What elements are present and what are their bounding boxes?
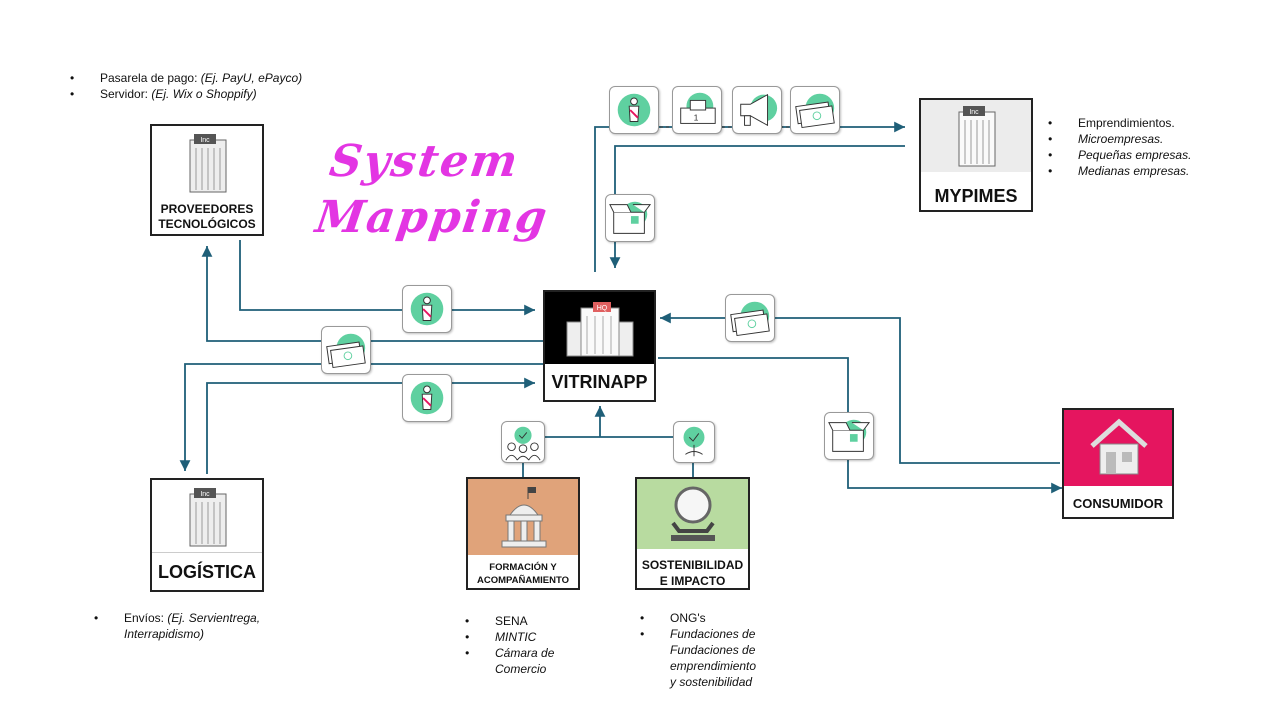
inc-badge-text: Inc xyxy=(200,137,210,144)
person-icon xyxy=(617,93,651,127)
note-item: Emprendimientos. xyxy=(1048,115,1268,131)
node-label-line1: PROVEEDORES xyxy=(160,202,254,216)
ticket-label: 1 xyxy=(694,113,699,123)
badge-team xyxy=(501,421,545,463)
capitol-icon xyxy=(501,487,547,548)
note-item: SENA xyxy=(465,613,615,629)
badge-ticket: 1 xyxy=(672,86,722,134)
node-vitrinapp[interactable]: HQ VITRINAPP xyxy=(543,290,656,402)
mypimes-notes: Emprendimientos. Microempresas. Pequeñas… xyxy=(1048,115,1268,179)
node-mypimes[interactable]: Inc MYPIMES xyxy=(919,98,1033,212)
node-formacion[interactable]: FORMACIÓN Y ACOMPAÑAMIENTO xyxy=(466,477,580,590)
arrow-logistica-to-vitrinapp xyxy=(206,377,535,474)
plant-icon xyxy=(683,426,705,457)
note-item: Pequeñas empresas. xyxy=(1048,147,1268,163)
badge-person-mypimes xyxy=(609,86,659,134)
box-icon xyxy=(828,419,871,452)
money-icon xyxy=(730,301,770,337)
note-item: Medianas empresas. xyxy=(1048,163,1268,179)
note-item: Envíos: (Ej. Servientrega,Interrapidismo… xyxy=(94,610,314,642)
logistica-notes: Envíos: (Ej. Servientrega,Interrapidismo… xyxy=(94,610,314,642)
node-label-line2: ACOMPAÑAMIENTO xyxy=(476,575,569,586)
arrow-consumidor-to-vitrinapp xyxy=(660,312,1060,464)
note-item: MINTIC xyxy=(465,629,615,645)
node-label-line2: TECNOLÓGICOS xyxy=(158,217,256,231)
note-item: Microempresas. xyxy=(1048,131,1268,147)
badge-person-logistica xyxy=(402,374,452,422)
node-logistica[interactable]: Inc LOGÍSTICA xyxy=(150,478,264,592)
inc-badge-text: Inc xyxy=(969,109,979,116)
badge-person-proveedores xyxy=(402,285,452,333)
team-icon xyxy=(505,426,541,461)
node-label-line1: SOSTENIBILIDAD xyxy=(641,558,744,572)
badge-plant xyxy=(673,421,715,463)
ticket-icon: 1 xyxy=(680,92,716,124)
money-icon xyxy=(326,333,366,369)
node-label-line1: FORMACIÓN Y xyxy=(489,562,557,573)
inc-badge-text: Inc xyxy=(200,491,210,498)
arrow-vitrinapp-to-proveedores xyxy=(201,246,543,342)
note-item: Pasarela de pago: (Ej. PayU, ePayco) xyxy=(70,70,370,86)
building-icon: Inc xyxy=(958,106,996,167)
node-label-line2: E IMPACTO xyxy=(659,574,726,588)
money-icon xyxy=(795,93,835,129)
building-icon: Inc xyxy=(189,134,227,193)
megaphone-icon xyxy=(740,93,778,127)
node-sostenibilidad[interactable]: SOSTENIBILIDAD E IMPACTO xyxy=(635,477,750,590)
box-icon xyxy=(609,201,652,234)
badge-box-mypimes xyxy=(605,194,655,242)
arrow-support-to-vitrinapp xyxy=(523,406,693,438)
badge-money-consumidor xyxy=(725,294,775,342)
note-item: ONG's xyxy=(640,610,820,626)
badge-money-proveedores xyxy=(321,326,371,374)
diagram-title-line1: System xyxy=(326,136,523,187)
badge-box-consumidor xyxy=(824,412,874,460)
house-icon xyxy=(1090,418,1148,475)
badge-money-mypimes xyxy=(790,86,840,134)
diagram-title-line2: Mapping xyxy=(312,192,552,243)
building-icon: Inc xyxy=(189,488,227,547)
arrow-proveedores-to-vitrinapp xyxy=(239,240,535,316)
node-label: VITRINAPP xyxy=(551,372,648,392)
arrow-mypimes-to-vitrinapp xyxy=(609,145,905,268)
hq-badge-text: HQ xyxy=(597,305,608,312)
node-consumidor[interactable]: CONSUMIDOR xyxy=(1062,408,1174,519)
note-item: Servidor: (Ej. Wix o Shoppify) xyxy=(70,86,370,102)
node-label: LOGÍSTICA xyxy=(158,562,256,582)
arrow-vitrinapp-to-logistica xyxy=(179,363,543,471)
badge-megaphone xyxy=(732,86,782,134)
node-proveedores-tecnologicos[interactable]: Inc PROVEEDORES TECNOLÓGICOS xyxy=(150,124,264,236)
proveedores-notes: Pasarela de pago: (Ej. PayU, ePayco) Ser… xyxy=(70,70,370,102)
node-label: MYPIMES xyxy=(934,186,1018,206)
hq-building-icon: HQ xyxy=(566,302,634,357)
person-icon xyxy=(410,292,444,326)
magnifier-icon xyxy=(671,486,715,541)
node-label: CONSUMIDOR xyxy=(1072,496,1164,511)
person-icon xyxy=(410,381,444,415)
